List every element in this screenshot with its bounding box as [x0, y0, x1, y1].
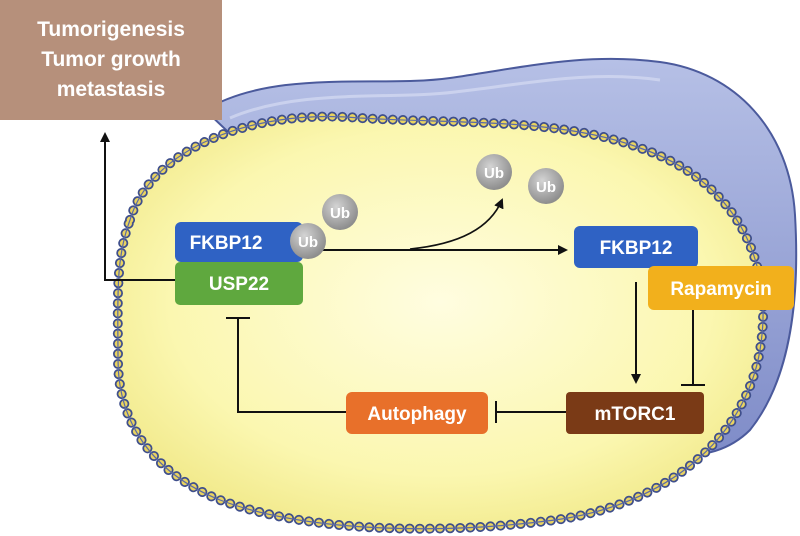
autophagy-inhibits-usp22 — [226, 317, 346, 413]
ub-bound-circle-2 — [322, 194, 358, 230]
outcome-line-1: Tumorigenesis — [37, 18, 185, 41]
fkbp12-free-label: FKBP12 — [600, 238, 673, 259]
rapamycin-box — [648, 266, 794, 310]
outcome-box — [0, 0, 222, 120]
autophagy-box — [346, 392, 488, 434]
cell-body — [117, 116, 764, 529]
ub-bound-label-1: Ub — [298, 234, 318, 251]
fkbp12-bound-label: FKBP12 — [190, 233, 263, 254]
ub-bound-label-2: Ub — [330, 205, 350, 222]
ub-free-label-1: Ub — [484, 165, 504, 182]
rapamycin-inhibits-mtorc1 — [681, 308, 705, 386]
mtorc1-label: mTORC1 — [595, 404, 676, 425]
nucleus-highlight — [229, 75, 661, 120]
ub-free-circle-1 — [476, 154, 512, 190]
mtorc1-inhibits-autophagy — [495, 401, 566, 423]
usp22-box — [175, 262, 303, 305]
ub-bound-circle-1 — [290, 223, 326, 259]
outcome-line-3: metastasis — [57, 78, 166, 101]
ub-free-circle-2 — [528, 168, 564, 204]
mtorc1-box — [566, 392, 704, 434]
promotes-tumorigenesis-arrow — [100, 132, 175, 281]
usp22-label: USP22 — [209, 274, 269, 295]
fkbp12-free-box — [574, 226, 698, 268]
rapamycin-label: Rapamycin — [670, 279, 771, 300]
outcome-line-2: Tumor growth — [41, 48, 181, 71]
fkbp12-bound-box — [175, 222, 303, 262]
ub-free-label-2: Ub — [536, 179, 556, 196]
autophagy-label: Autophagy — [367, 404, 467, 425]
ub-release-arrow — [409, 198, 504, 250]
